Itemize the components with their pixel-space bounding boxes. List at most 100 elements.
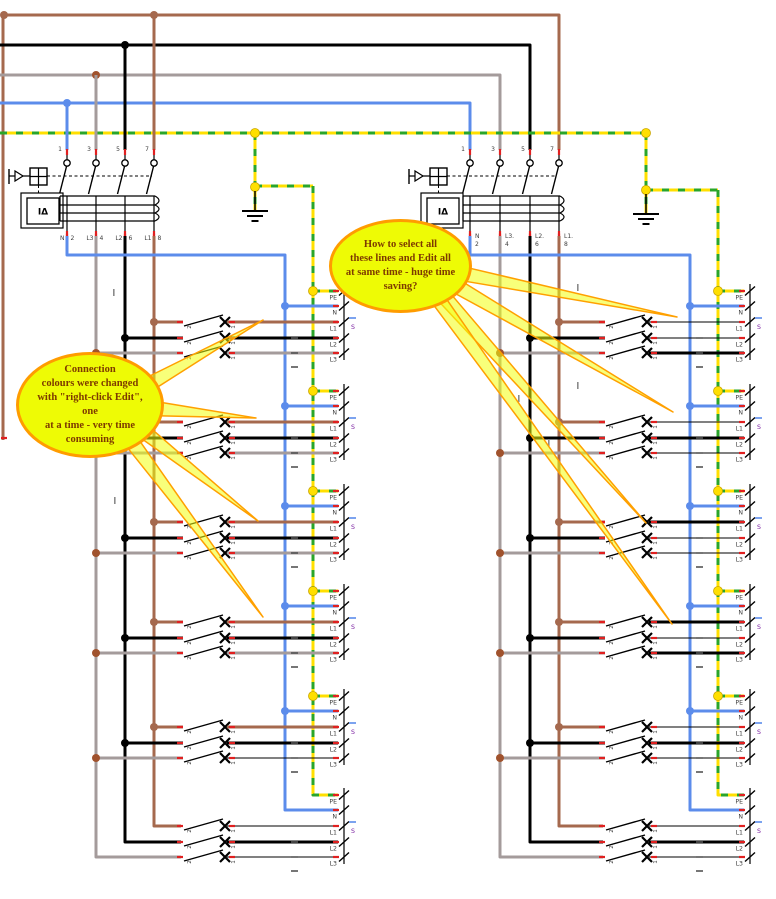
- svg-text:L3: L3: [736, 557, 743, 564]
- svg-text:N: N: [475, 233, 480, 240]
- svg-text:L3: L3: [736, 861, 743, 868]
- svg-text:IΔ: IΔ: [438, 208, 448, 218]
- svg-text:2: 2: [187, 341, 193, 345]
- svg-text:L3: L3: [736, 762, 743, 769]
- svg-text:2: 2: [609, 356, 615, 360]
- svg-text:5: 5: [521, 146, 525, 153]
- svg-text:L2: L2: [330, 642, 337, 649]
- svg-text:S: S: [757, 424, 761, 431]
- svg-text:N: N: [60, 235, 65, 242]
- svg-text:L1: L1: [330, 326, 337, 333]
- svg-text:L1: L1: [330, 526, 337, 533]
- svg-text:1: 1: [231, 556, 237, 560]
- svg-text:1: 1: [653, 746, 659, 750]
- svg-text:N: N: [738, 410, 743, 417]
- svg-text:N: N: [738, 814, 743, 821]
- svg-text:L1: L1: [330, 731, 337, 738]
- svg-text:2: 2: [609, 556, 615, 560]
- svg-text:PE: PE: [329, 295, 337, 302]
- svg-text:S: S: [351, 524, 355, 531]
- svg-text:2: 2: [187, 829, 193, 833]
- svg-text:PE: PE: [735, 295, 743, 302]
- svg-text:S: S: [351, 624, 355, 631]
- svg-text:1: 1: [231, 456, 237, 460]
- pe-earth-right[interactable]: [641, 128, 719, 215]
- svg-text:1: 1: [231, 761, 237, 765]
- svg-text:L1: L1: [736, 426, 743, 433]
- svg-text:2: 2: [187, 425, 193, 429]
- svg-text:2: 2: [187, 441, 193, 445]
- svg-text:1: 1: [653, 656, 659, 660]
- svg-text:L1: L1: [330, 830, 337, 837]
- callout-beams: [126, 266, 678, 625]
- svg-text:N: N: [332, 510, 337, 517]
- svg-text:S: S: [351, 324, 355, 331]
- svg-text:N: N: [332, 814, 337, 821]
- svg-text:2: 2: [609, 761, 615, 765]
- rcd-test-button-left[interactable]: [29, 167, 48, 194]
- svg-text:2: 2: [609, 325, 615, 329]
- svg-text:L2: L2: [330, 846, 337, 853]
- svg-text:S: S: [757, 624, 761, 631]
- svg-text:L1: L1: [330, 626, 337, 633]
- actuator-icon-left: [8, 169, 30, 184]
- svg-text:S: S: [351, 729, 355, 736]
- svg-text:L3: L3: [736, 457, 743, 464]
- svg-text:L2: L2: [736, 542, 743, 549]
- svg-text:2: 2: [609, 525, 615, 529]
- callout-left[interactable]: Connection colours were changed with "ri…: [16, 352, 164, 458]
- svg-text:L3: L3: [86, 235, 93, 242]
- svg-text:1: 1: [653, 641, 659, 645]
- svg-text:L2: L2: [330, 342, 337, 349]
- svg-text:1: 1: [58, 146, 62, 153]
- svg-text:1: 1: [231, 845, 237, 849]
- rcd-test-button-right[interactable]: [429, 167, 448, 194]
- svg-text:2: 2: [609, 829, 615, 833]
- svg-text:2: 2: [609, 456, 615, 460]
- svg-text:6: 6: [535, 241, 539, 248]
- ground-symbol-right: [633, 194, 659, 225]
- svg-text:S: S: [757, 324, 761, 331]
- svg-text:L1: L1: [736, 526, 743, 533]
- svg-text:2: 2: [187, 656, 193, 660]
- callout-right[interactable]: How to select all these lines and Edit a…: [329, 219, 472, 313]
- pe-earth-left[interactable]: [250, 128, 314, 212]
- svg-text:2: 2: [609, 860, 615, 864]
- svg-text:L2: L2: [736, 642, 743, 649]
- svg-text:2: 2: [187, 325, 193, 329]
- svg-text:PE: PE: [735, 495, 743, 502]
- svg-text:PE: PE: [735, 700, 743, 707]
- svg-text:1: 1: [231, 656, 237, 660]
- svg-text:L1: L1: [736, 731, 743, 738]
- svg-text:1: 1: [653, 625, 659, 629]
- main-buses[interactable]: [0, 11, 646, 440]
- svg-text:PE: PE: [735, 395, 743, 402]
- svg-text:N: N: [332, 610, 337, 617]
- svg-text:1: 1: [653, 341, 659, 345]
- svg-text:1: 1: [653, 441, 659, 445]
- svg-text:L2.: L2.: [535, 233, 544, 240]
